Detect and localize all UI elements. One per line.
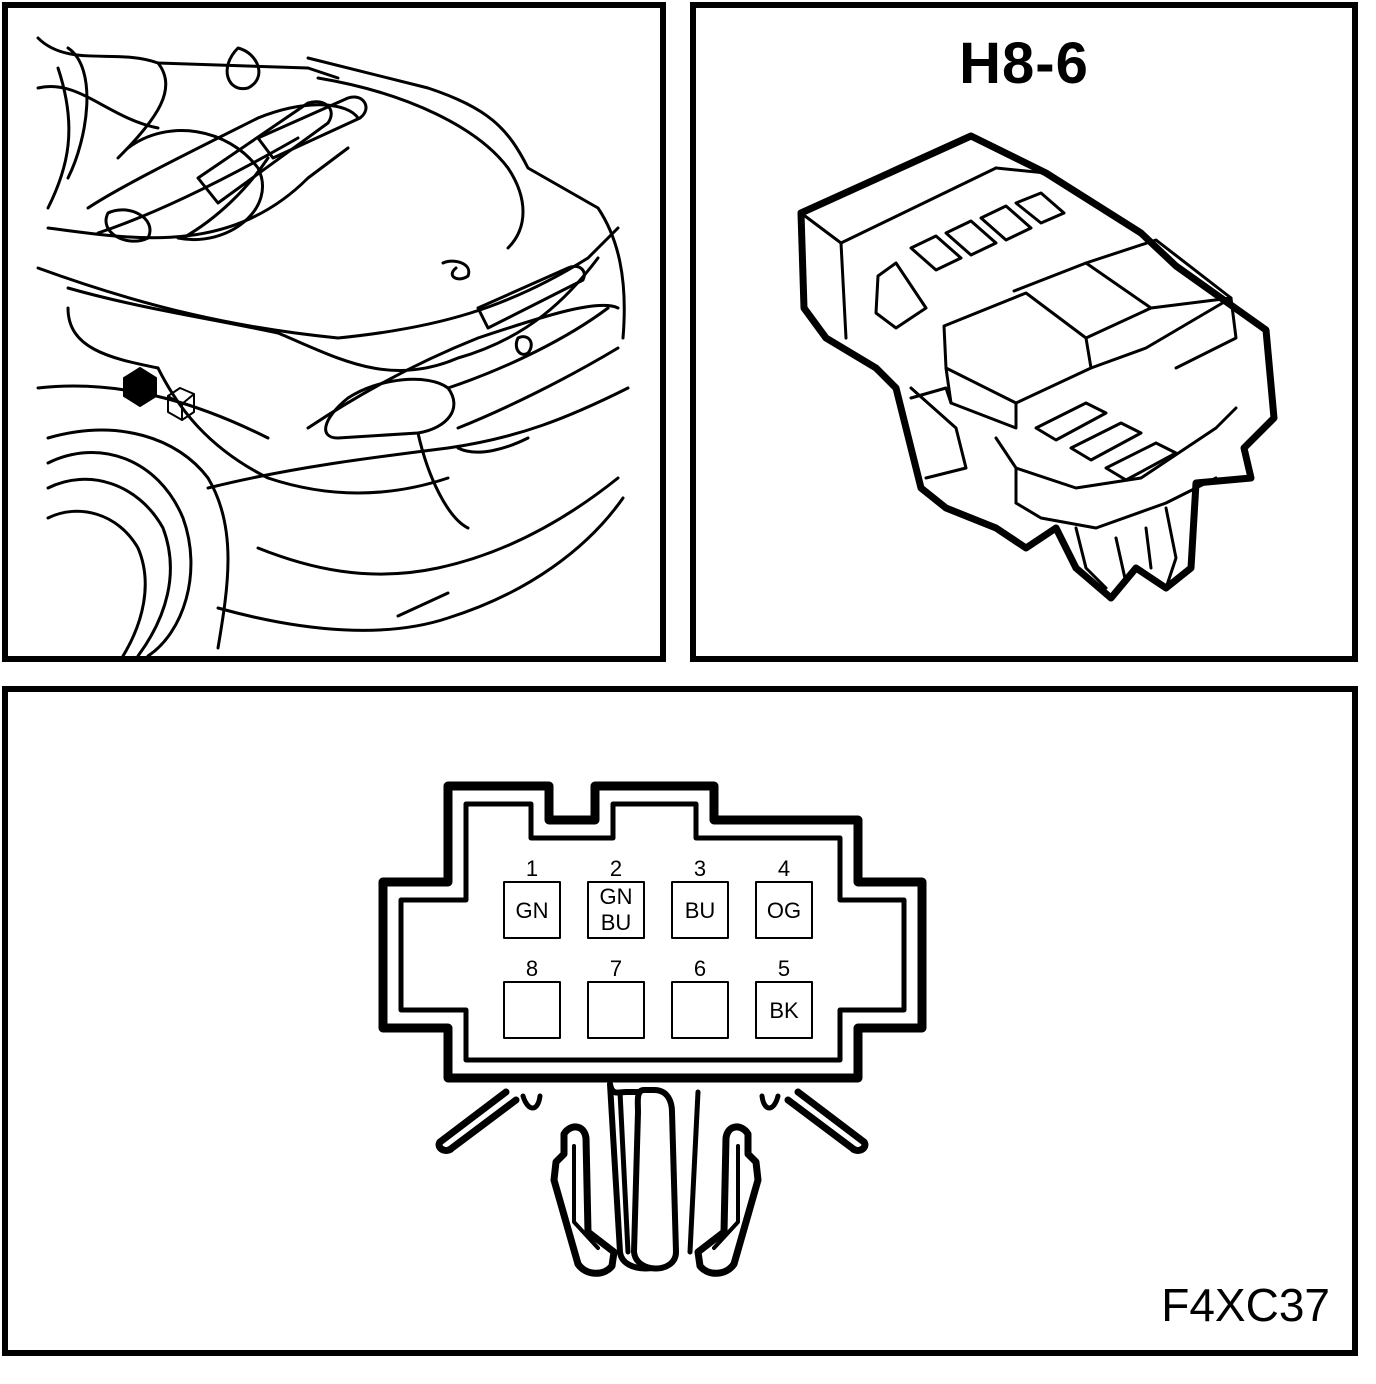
pin-5-number: 5 [778, 956, 790, 981]
pin-1-number: 1 [526, 856, 538, 881]
pin-5-color: BK [769, 998, 799, 1023]
pinout-panel: 1 2 3 4 8 7 6 5 GN GN BU BU OG BK F4XC37 [2, 686, 1358, 1356]
pin-7-number: 7 [610, 956, 622, 981]
pin-8-number: 8 [526, 956, 538, 981]
pin-1-color: GN [516, 898, 549, 923]
figure-code: F4XC37 [1161, 1279, 1330, 1331]
pin-3-color: BU [685, 898, 716, 923]
pin-4-color: OG [767, 898, 801, 923]
pin-2-color-line2: BU [601, 910, 632, 935]
pin-4-number: 4 [778, 856, 790, 881]
vehicle-location-panel [2, 2, 666, 662]
connector-3d-drawing [797, 132, 1278, 602]
pin-2-number: 2 [610, 856, 622, 881]
pin-3-number: 3 [694, 856, 706, 881]
pin-2-color-line1: GN [600, 884, 633, 909]
connector-view-panel: H8-6 [690, 2, 1358, 662]
pin-6-number: 6 [694, 956, 706, 981]
connector-face-drawing: 1 2 3 4 8 7 6 5 GN GN BU BU OG BK [378, 781, 927, 1277]
connector-id-title: H8-6 [959, 31, 1089, 96]
vehicle-rear-drawing [36, 36, 630, 656]
